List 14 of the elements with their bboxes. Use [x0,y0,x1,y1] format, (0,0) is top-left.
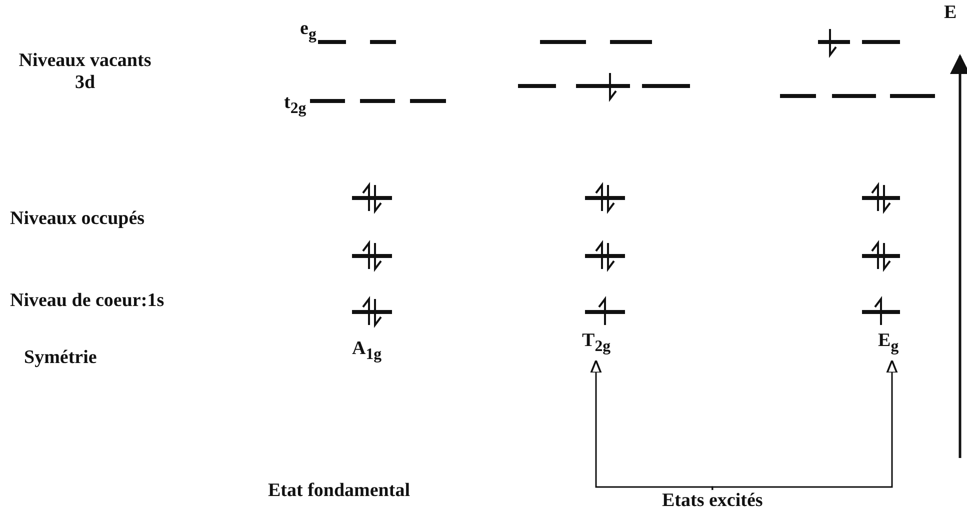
axis-label: E [944,2,958,24]
level-label: e$_{g}$ [300,18,316,45]
bracket-arrow [590,360,714,490]
row-label: Niveau de coeur:1s [10,290,164,312]
row-label: Niveaux occupés [10,208,145,230]
symmetry-label: E$_{g}$ [878,330,899,358]
bracket-arrow [712,360,898,490]
symmetry-label: T$_{2g}$ [582,330,611,358]
symmetry-label: A$_{1g}$ [352,338,382,365]
state-label: Etat fondamental [268,480,410,502]
row-label: Symétrie [24,347,97,369]
state-label: Etats excités [662,490,763,512]
row-label: Niveaux vacants 3d [18,50,152,94]
level-label: t$_{2g}$ [284,92,306,119]
